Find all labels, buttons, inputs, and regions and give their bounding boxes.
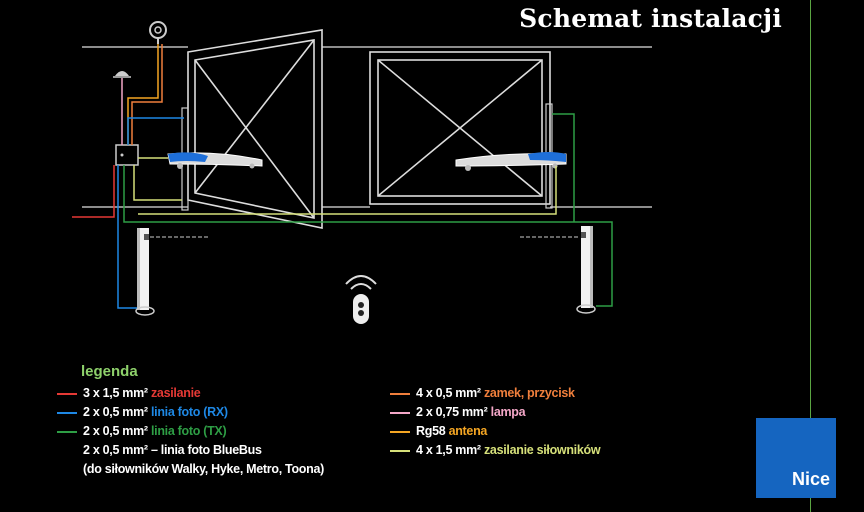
photo-tx-cable xyxy=(123,165,613,307)
flashing-lamp-icon xyxy=(113,71,131,78)
left-photocell-post xyxy=(135,228,155,316)
legend-swatch xyxy=(57,412,77,414)
legend-swatch xyxy=(390,412,410,414)
legend-swatch xyxy=(390,393,410,395)
legend-bluebus-line: 2 x 0,5 mm² – linia foto BlueBus xyxy=(83,443,262,457)
left-gate-actuator xyxy=(167,152,263,169)
remote-control-icon xyxy=(345,275,377,324)
lock-button-cable xyxy=(131,44,163,145)
logo-text: Nice xyxy=(791,469,830,489)
legend-swatch xyxy=(57,431,77,433)
legend-swatch xyxy=(57,393,77,395)
antenna-icon xyxy=(149,21,167,44)
actuator-power-cable xyxy=(133,165,182,201)
right-gate-leaf xyxy=(369,51,551,205)
actuator-power-cable-right xyxy=(138,166,557,215)
right-gate-actuator xyxy=(455,152,567,171)
photo-rx-cable xyxy=(127,117,184,145)
right-photocell-post xyxy=(576,226,596,314)
photo-tx-cable-2 xyxy=(552,113,575,222)
nice-logo: Nice xyxy=(756,418,836,498)
decorative-divider xyxy=(810,0,811,512)
page-title: Schemat instalacji xyxy=(519,4,782,33)
control-unit-box xyxy=(115,144,139,166)
photo-rx-cable-2 xyxy=(117,165,140,309)
legend-heading: legenda xyxy=(81,363,138,380)
legend-swatch xyxy=(390,431,410,433)
legend-swatch xyxy=(390,450,410,452)
legend-bluebus-note: (do siłowników Walky, Hyke, Metro, Toona… xyxy=(83,462,324,476)
mains-power-cable xyxy=(72,165,115,218)
left-gate-leaf xyxy=(187,29,323,229)
